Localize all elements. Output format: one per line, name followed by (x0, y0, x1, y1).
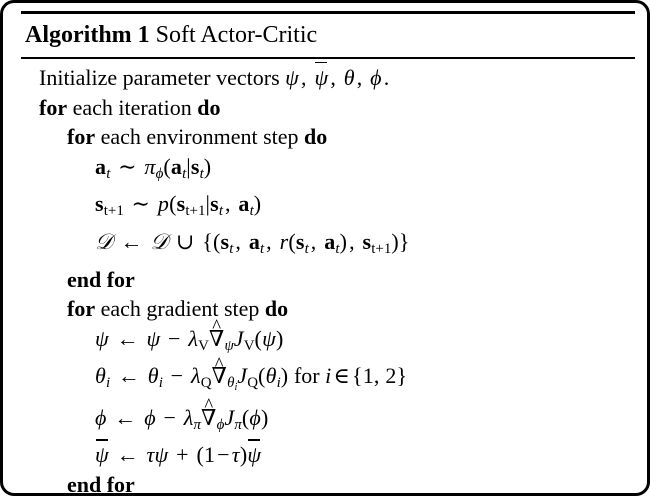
sample-next-state-equation: st+1 ∼ p(st+1|st, at) (95, 191, 262, 220)
algorithm-line-update-phi: ϕ ← ϕ − λπ∇ϕJπ(ϕ) (21, 391, 635, 441)
algorithm-title-rule (21, 57, 635, 59)
algorithm-label: Algorithm 1 (25, 22, 150, 48)
algorithm-line-sample-action: at ∼ πϕ(at|st) (21, 152, 635, 190)
theta-index-set: i∈{1, 2} (325, 363, 408, 389)
keyword-for: for (67, 296, 96, 322)
algorithm-title: Algorithm 1 Soft Actor-Critic (21, 14, 635, 57)
update-phi-equation: ϕ ← ϕ − λπ∇ϕJπ(ϕ) (95, 391, 268, 433)
algorithm-line-for-iteration: for each iteration do (21, 93, 635, 123)
algorithm-line-update-psi-bar: ψ ← τψ + (1−τ)ψ (21, 439, 635, 470)
update-psi-equation: ψ ← ψ − λV∇ψJV(ψ) (95, 312, 283, 354)
initialize-symbols: ψ, ψ, θ, ϕ. (285, 61, 391, 90)
algorithm-line-end-for-env-step: end for (21, 265, 635, 295)
algorithm-line-update-psi: ψ ← ψ − λV∇ψJV(ψ) (21, 312, 635, 362)
algorithm-line-update-theta: θi ← θi − λQ∇θiJQ(θi) for i∈{1, 2} (21, 350, 635, 403)
for-env-step-text: each environment step (100, 124, 299, 149)
algorithm-name: Soft Actor-Critic (155, 22, 318, 48)
keyword-for: for (67, 124, 96, 149)
algorithm-line-buffer-update: 𝒟 ← 𝒟 ∪ {(st, at, r(st, at), st+1)} (21, 227, 635, 265)
for-iteration-text: each iteration (72, 94, 192, 120)
keyword-do: do (304, 124, 328, 149)
theta-for-text: for (293, 363, 320, 389)
keyword-for: for (39, 94, 68, 120)
algorithm-line-initialize: Initialize parameter vectors ψ, ψ, θ, ϕ. (21, 61, 635, 93)
update-theta-equation: θi ← θi − λQ∇θiJQ(θi) (95, 350, 294, 393)
sample-action-equation: at ∼ πϕ(at|st) (95, 153, 212, 182)
algorithm-box: Algorithm 1 Soft Actor-Critic Initialize… (21, 11, 635, 496)
buffer-update-equation: 𝒟 ← 𝒟 ∪ {(st, at, r(st, at), st+1)} (95, 228, 410, 258)
algorithm-line-for-gradient-step: for each gradient step do (21, 294, 635, 324)
keyword-do: do (264, 296, 289, 322)
algorithm-body: Initialize parameter vectors ψ, ψ, θ, ϕ.… (21, 59, 635, 496)
for-gradient-step-text: each gradient step (100, 296, 260, 322)
keyword-end-for: end for (67, 266, 135, 292)
algorithm-top-rule (21, 11, 635, 14)
keyword-do: do (197, 94, 221, 120)
algorithm-line-end-for-gradient-step: end for (21, 470, 635, 496)
index-set-value: {1, 2} (351, 363, 408, 389)
initialize-text: Initialize parameter vectors (39, 65, 280, 90)
keyword-end-for: end for (67, 471, 135, 496)
algorithm-line-for-env-step: for each environment step do (21, 122, 635, 152)
algorithm-line-sample-next-state: st+1 ∼ p(st+1|st, at) (21, 189, 635, 227)
update-psi-bar-equation: ψ ← τψ + (1−τ)ψ (95, 439, 261, 467)
